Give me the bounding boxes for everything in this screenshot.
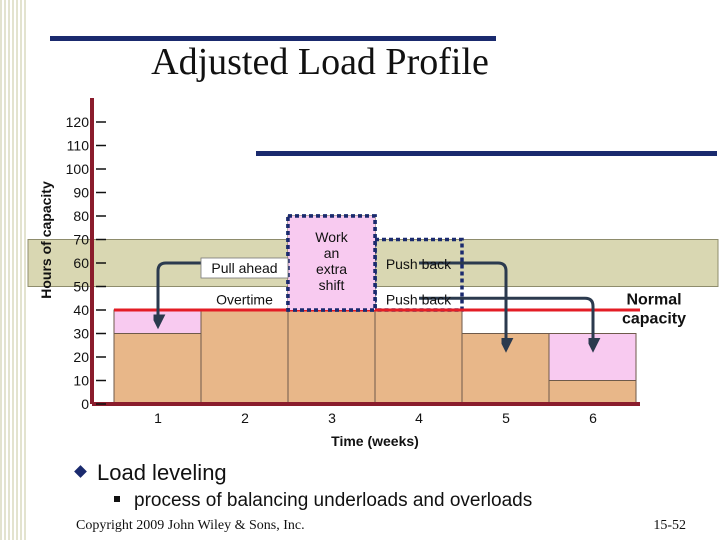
push-back-label-1: Push back — [386, 256, 452, 272]
title-top-bar — [50, 36, 496, 41]
bar-base-week-2 — [200, 309, 289, 405]
bullet-text: process of balancing underloads and over… — [134, 490, 533, 511]
normal-capacity-label: Normal — [626, 291, 681, 308]
bar-base-week-6 — [548, 380, 637, 405]
x-tick-label: 3 — [328, 410, 336, 426]
slide-title: Adjusted Load Profile — [151, 41, 489, 83]
work-extra-shift-label: an — [324, 245, 340, 261]
y-tick-label: 20 — [73, 349, 89, 365]
bullet-load-leveling: Load leveling — [74, 460, 227, 486]
bar-base-week-3 — [287, 309, 376, 405]
y-tick-label: 0 — [81, 396, 89, 412]
y-tick-label: 70 — [73, 232, 89, 248]
dotted-box-week-4 — [373, 237, 464, 312]
bullet-balancing: process of balancing underloads and over… — [114, 490, 532, 512]
title-right-bar — [256, 151, 717, 156]
shift-arrow-4 — [419, 296, 593, 345]
x-axis-title: Time (weeks) — [331, 433, 419, 449]
work-extra-shift-label: extra — [316, 261, 347, 277]
shift-arrow-1 — [158, 261, 205, 322]
y-tick-label: 50 — [73, 279, 89, 295]
y-tick-label: 120 — [66, 114, 90, 130]
copyright-text: Copyright 2009 John Wiley & Sons, Inc. — [76, 518, 305, 533]
y-tick-label: 110 — [67, 138, 90, 154]
x-tick-label: 6 — [589, 410, 597, 426]
x-tick-label: 5 — [502, 410, 510, 426]
square-bullet-icon — [114, 495, 120, 502]
decorative-stripe — [0, 0, 28, 540]
y-tick-label: 30 — [73, 326, 89, 342]
y-axis-title: Hours of capacity — [38, 181, 54, 299]
push-back-label-2: Push back — [386, 291, 452, 307]
pull-ahead-label-box — [200, 257, 289, 279]
bullet-text: Load leveling — [97, 460, 227, 485]
y-tick-label: 60 — [73, 255, 89, 271]
y-tick-label: 90 — [73, 185, 89, 201]
y-tick-label: 80 — [73, 208, 89, 224]
y-tick-label: 100 — [66, 161, 90, 177]
y-tick-label: 40 — [73, 302, 89, 318]
page-number: 15-52 — [653, 518, 686, 533]
x-tick-label: 2 — [241, 410, 249, 426]
normal-capacity-label: capacity — [622, 310, 686, 327]
x-tick-label: 4 — [415, 410, 423, 426]
work-extra-shift-label: shift — [319, 277, 345, 293]
bar-base-week-4 — [374, 309, 463, 405]
bar-base-week-1 — [113, 333, 202, 405]
shift-arrow-3 — [419, 261, 506, 345]
pull-ahead-label: Pull ahead — [211, 260, 277, 276]
diamond-bullet-icon — [74, 464, 87, 478]
work-extra-shift-label: Work — [315, 229, 348, 245]
x-tick-label: 1 — [154, 410, 162, 426]
y-tick-label: 10 — [73, 373, 89, 389]
overtime-label: Overtime — [216, 291, 273, 307]
